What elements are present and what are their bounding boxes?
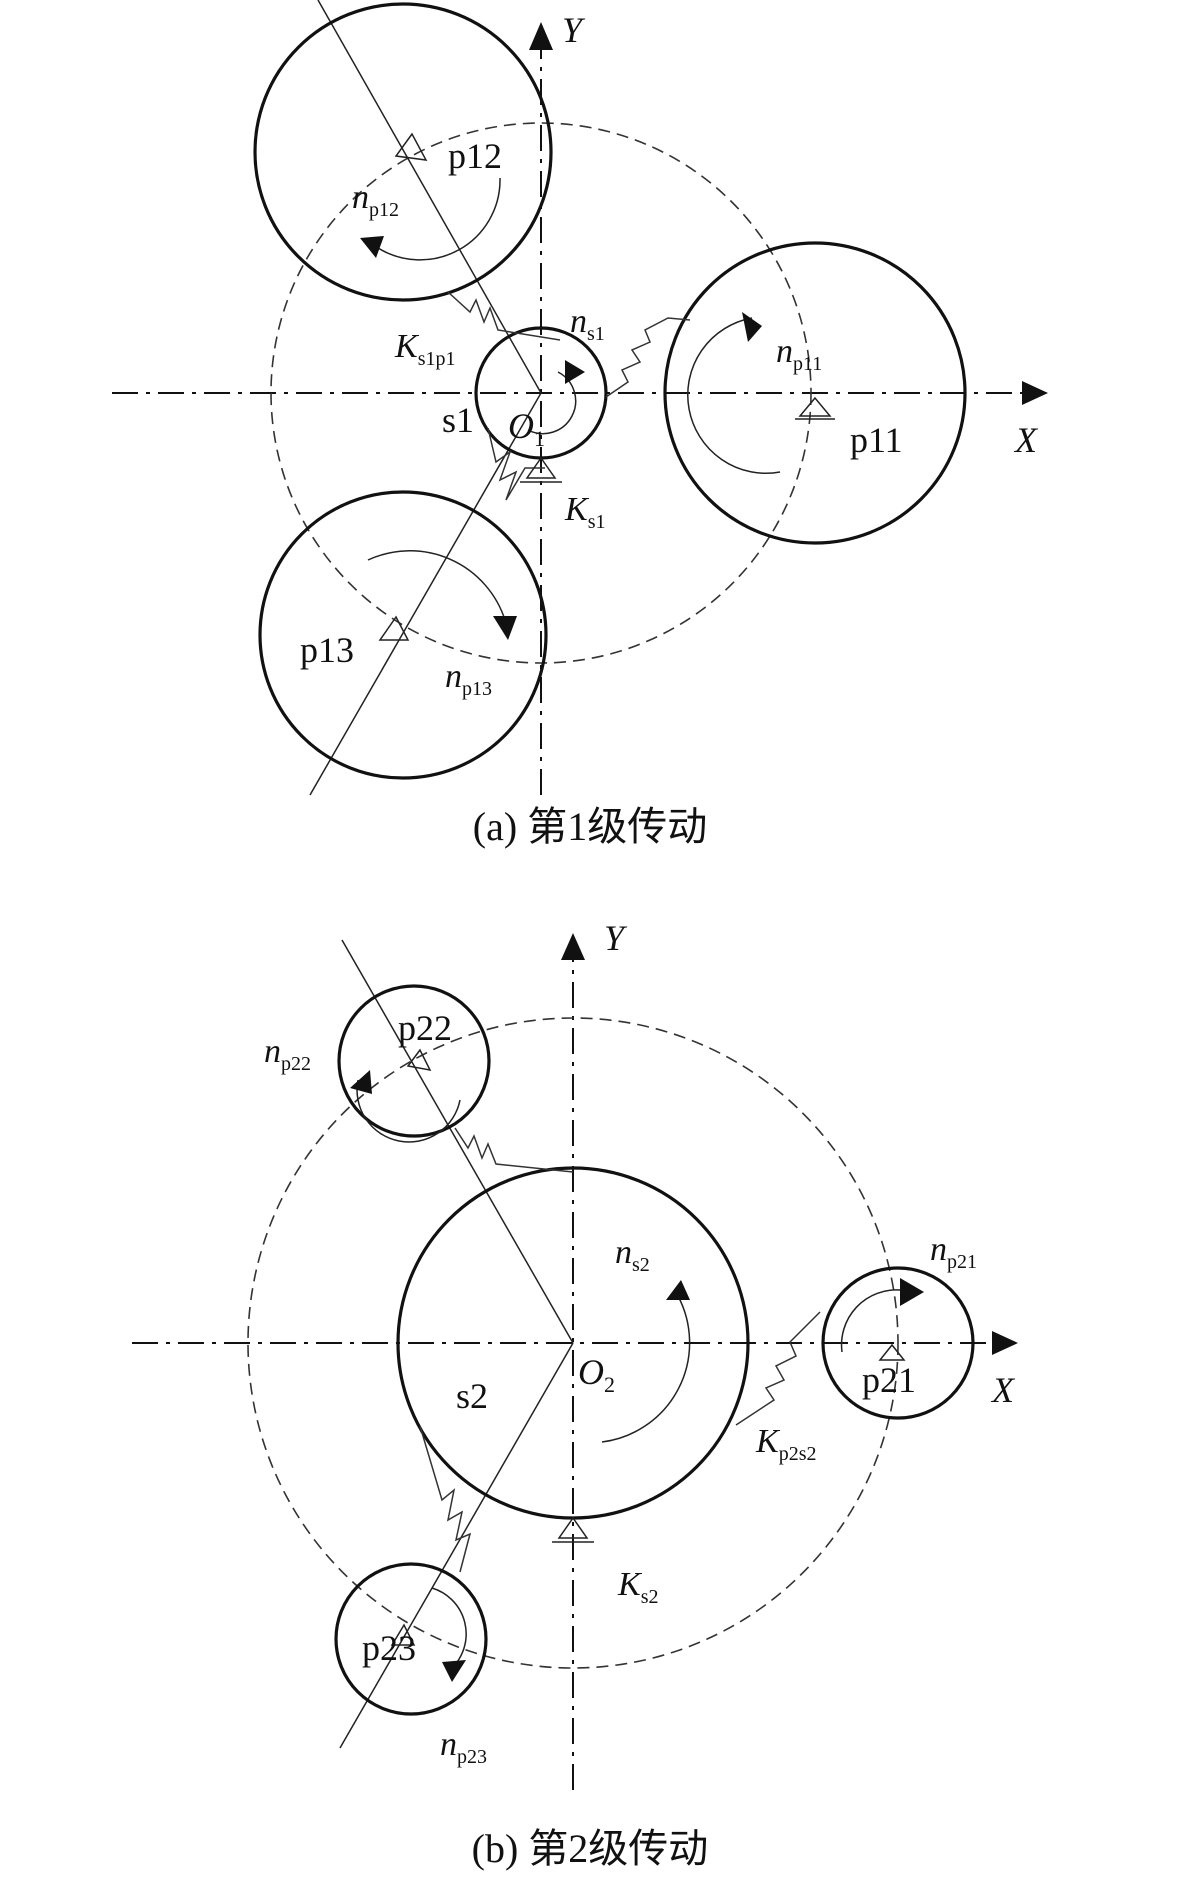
mesh-spring-s1p11 xyxy=(605,317,691,398)
planet-gear-p21 xyxy=(821,1266,975,1420)
support-icon-p21 xyxy=(878,1343,906,1361)
stiffness-label-s2: Ks2 xyxy=(617,1566,658,1608)
pitch-circle-b xyxy=(247,1017,899,1669)
mesh-spring-p2s2 xyxy=(735,1311,821,1426)
planet-label-p21: p21 xyxy=(862,1360,916,1400)
support-icon-p12 xyxy=(394,132,428,161)
support-icon-s2 xyxy=(557,1516,589,1539)
x-axis-label-a: X xyxy=(1013,420,1039,460)
rotation-arrow-p11 xyxy=(742,312,762,342)
speed-label-p21: np21 xyxy=(930,1231,977,1273)
rotation-arc-p13 xyxy=(367,550,506,621)
planet-gear-p11 xyxy=(663,241,967,545)
support-icon-p13 xyxy=(378,615,410,641)
y-axis-arrow-a xyxy=(529,22,553,50)
support-icon-p23 xyxy=(390,1623,416,1646)
planet-gear-p22 xyxy=(337,984,491,1138)
stiffness-label-p2s2: Kp2s2 xyxy=(755,1423,816,1465)
panel-a: X Y s1 O1 p11 p12 xyxy=(112,0,1048,849)
speed-label-p22: np22 xyxy=(264,1033,311,1075)
y-axis-arrow-b xyxy=(561,933,585,960)
sun-label-s2: s2 xyxy=(456,1376,488,1416)
speed-label-p12: np12 xyxy=(352,179,399,221)
caption-a: (a) 第1级传动 xyxy=(473,804,707,849)
rotation-arc-p22 xyxy=(356,1079,461,1143)
caption-b: (b) 第2级传动 xyxy=(472,1826,709,1871)
planet-label-p12: p12 xyxy=(448,136,502,176)
rotation-arrow-p21 xyxy=(900,1278,924,1306)
planet-gear-p23 xyxy=(334,1562,488,1716)
planet-label-p13: p13 xyxy=(300,630,354,670)
stiffness-label-s1p1: Ks1p1 xyxy=(394,328,455,370)
rotation-arrow-p23 xyxy=(442,1660,466,1682)
support-icon-s1 xyxy=(525,456,557,479)
x-axis-arrow-b xyxy=(992,1331,1018,1355)
rotation-arc-p11 xyxy=(686,317,781,475)
speed-label-p23: np23 xyxy=(440,1726,487,1768)
support-icon-p22 xyxy=(406,1048,432,1072)
planet-gear-p13 xyxy=(258,490,548,780)
origin-label-o1: O1 xyxy=(508,406,545,451)
planet-label-p22: p22 xyxy=(398,1008,452,1048)
rotation-arc-p23 xyxy=(431,1587,467,1669)
support-icon-p11 xyxy=(798,396,832,417)
support-spring-s1 xyxy=(487,427,545,501)
origin-label-o2: O2 xyxy=(578,1352,615,1397)
x-axis-label-b: X xyxy=(990,1370,1016,1410)
centerline-p13 xyxy=(309,392,542,796)
y-axis-label-b: Y xyxy=(604,918,628,958)
y-axis-label-a: Y xyxy=(562,10,586,50)
sun-label-s1: s1 xyxy=(442,400,474,440)
rotation-arrow-p12 xyxy=(360,236,384,258)
rotation-arrow-p13 xyxy=(493,616,517,640)
speed-label-p11: np11 xyxy=(776,333,822,375)
rotation-arc-s2 xyxy=(601,1295,691,1443)
speed-label-s1: ns1 xyxy=(570,303,605,345)
rotation-arrow-p22 xyxy=(350,1070,372,1094)
centerline-p12 xyxy=(317,0,542,394)
planet-gear-p12 xyxy=(253,2,553,302)
mesh-spring-s1p1 xyxy=(447,291,561,341)
centerline-p22 xyxy=(341,939,574,1344)
planet-label-p11: p11 xyxy=(850,420,903,460)
rotation-arrow-s1 xyxy=(565,360,585,384)
stiffness-label-s1: Ks1 xyxy=(564,491,605,533)
mesh-spring-s2p22 xyxy=(454,1127,574,1173)
pitch-circle-a xyxy=(270,122,812,664)
speed-label-s2: ns2 xyxy=(615,1234,650,1276)
x-axis-arrow-a xyxy=(1022,381,1048,405)
centerline-p23 xyxy=(339,1342,574,1749)
panel-b: X Y s2 O2 p21 p22 p xyxy=(132,918,1018,1871)
planet-label-p23: p23 xyxy=(362,1628,416,1668)
speed-label-p13: np13 xyxy=(445,658,492,700)
rotation-arrow-s2 xyxy=(666,1280,690,1300)
mesh-spring-s2p23 xyxy=(419,1425,472,1573)
rotation-arc-p12 xyxy=(374,177,501,261)
rotation-arc-p21 xyxy=(840,1289,901,1353)
